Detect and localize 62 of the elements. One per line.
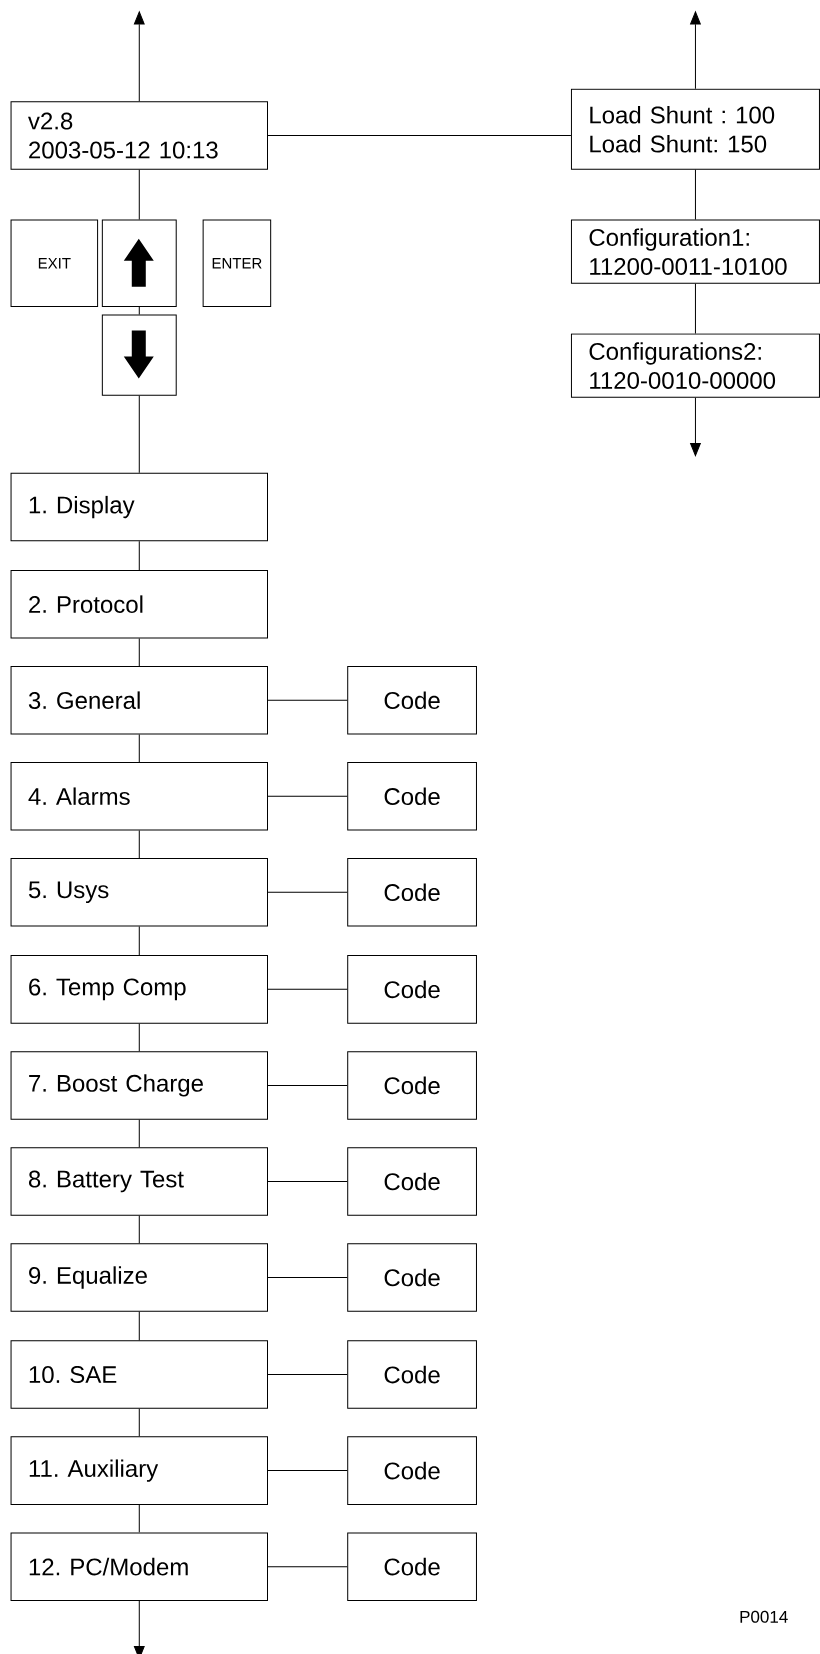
- menu-box: 2. Protocol: [10, 569, 268, 639]
- info-box: Configuration1: 11200-0011-10100: [570, 219, 820, 284]
- connector: [138, 733, 140, 763]
- connector: [138, 1504, 140, 1533]
- menu-box: 4. Alarms: [10, 761, 268, 831]
- key-button: ENTER: [202, 219, 272, 308]
- connector: [133, 1600, 145, 1654]
- connector: [267, 1180, 348, 1182]
- menu-box: 7. Boost Charge: [10, 1051, 268, 1120]
- connector: [267, 1084, 348, 1086]
- connector: [133, 11, 145, 102]
- connector: [267, 1276, 348, 1278]
- connector: [694, 283, 696, 334]
- code-box: Code: [347, 955, 477, 1024]
- connector: [138, 1119, 140, 1148]
- connector: [138, 540, 140, 571]
- connector: [138, 926, 140, 956]
- connector: [267, 988, 348, 990]
- connector: [138, 169, 140, 220]
- menu-box: 8. Battery Test: [10, 1147, 268, 1216]
- connector: [694, 169, 696, 220]
- code-box: Code: [347, 1051, 477, 1120]
- connector: [267, 891, 348, 893]
- info-box: Configurations2: 1120-0010-00000: [570, 333, 820, 398]
- connector: [267, 699, 348, 701]
- menu-box: 9. Equalize: [10, 1243, 268, 1312]
- figure-code: P0014: [740, 1610, 788, 1623]
- menu-box: 3. General: [10, 665, 268, 735]
- connector: [690, 11, 701, 90]
- connector: [267, 1566, 348, 1568]
- code-box: Code: [347, 761, 477, 831]
- key-button: [101, 219, 177, 308]
- key-button: EXIT: [10, 219, 99, 308]
- connector: [267, 135, 572, 137]
- connector: [138, 830, 140, 859]
- key-button: [101, 314, 177, 396]
- connector: [267, 1374, 348, 1376]
- connector: [138, 637, 140, 667]
- connector: [138, 1311, 140, 1341]
- connector: [138, 1408, 140, 1437]
- connector: [138, 1023, 140, 1052]
- connector: [138, 306, 140, 315]
- connector: [690, 397, 701, 457]
- connector: [138, 395, 140, 474]
- connector: [267, 1470, 348, 1472]
- code-box: Code: [347, 1147, 477, 1216]
- info-box: Load Shunt : 100 Load Shunt: 150: [570, 88, 820, 170]
- code-box: Code: [347, 1340, 477, 1409]
- menu-box: 1. Display: [10, 472, 268, 542]
- code-box: Code: [347, 1436, 477, 1505]
- connector: [267, 795, 348, 797]
- display-box: v2.8 2003-05-12 10:13: [10, 101, 268, 170]
- menu-box: 6. Temp Comp: [10, 955, 268, 1024]
- code-box: Code: [347, 1532, 477, 1601]
- menu-box: 10. SAE: [10, 1340, 268, 1409]
- menu-box: 5. Usys: [10, 858, 268, 927]
- code-box: Code: [347, 1243, 477, 1312]
- code-box: Code: [347, 858, 477, 927]
- menu-box: 12. PC/Modem: [10, 1532, 268, 1601]
- menu-box: 11. Auxiliary: [10, 1436, 268, 1505]
- code-box: Code: [347, 665, 477, 735]
- connector: [138, 1215, 140, 1244]
